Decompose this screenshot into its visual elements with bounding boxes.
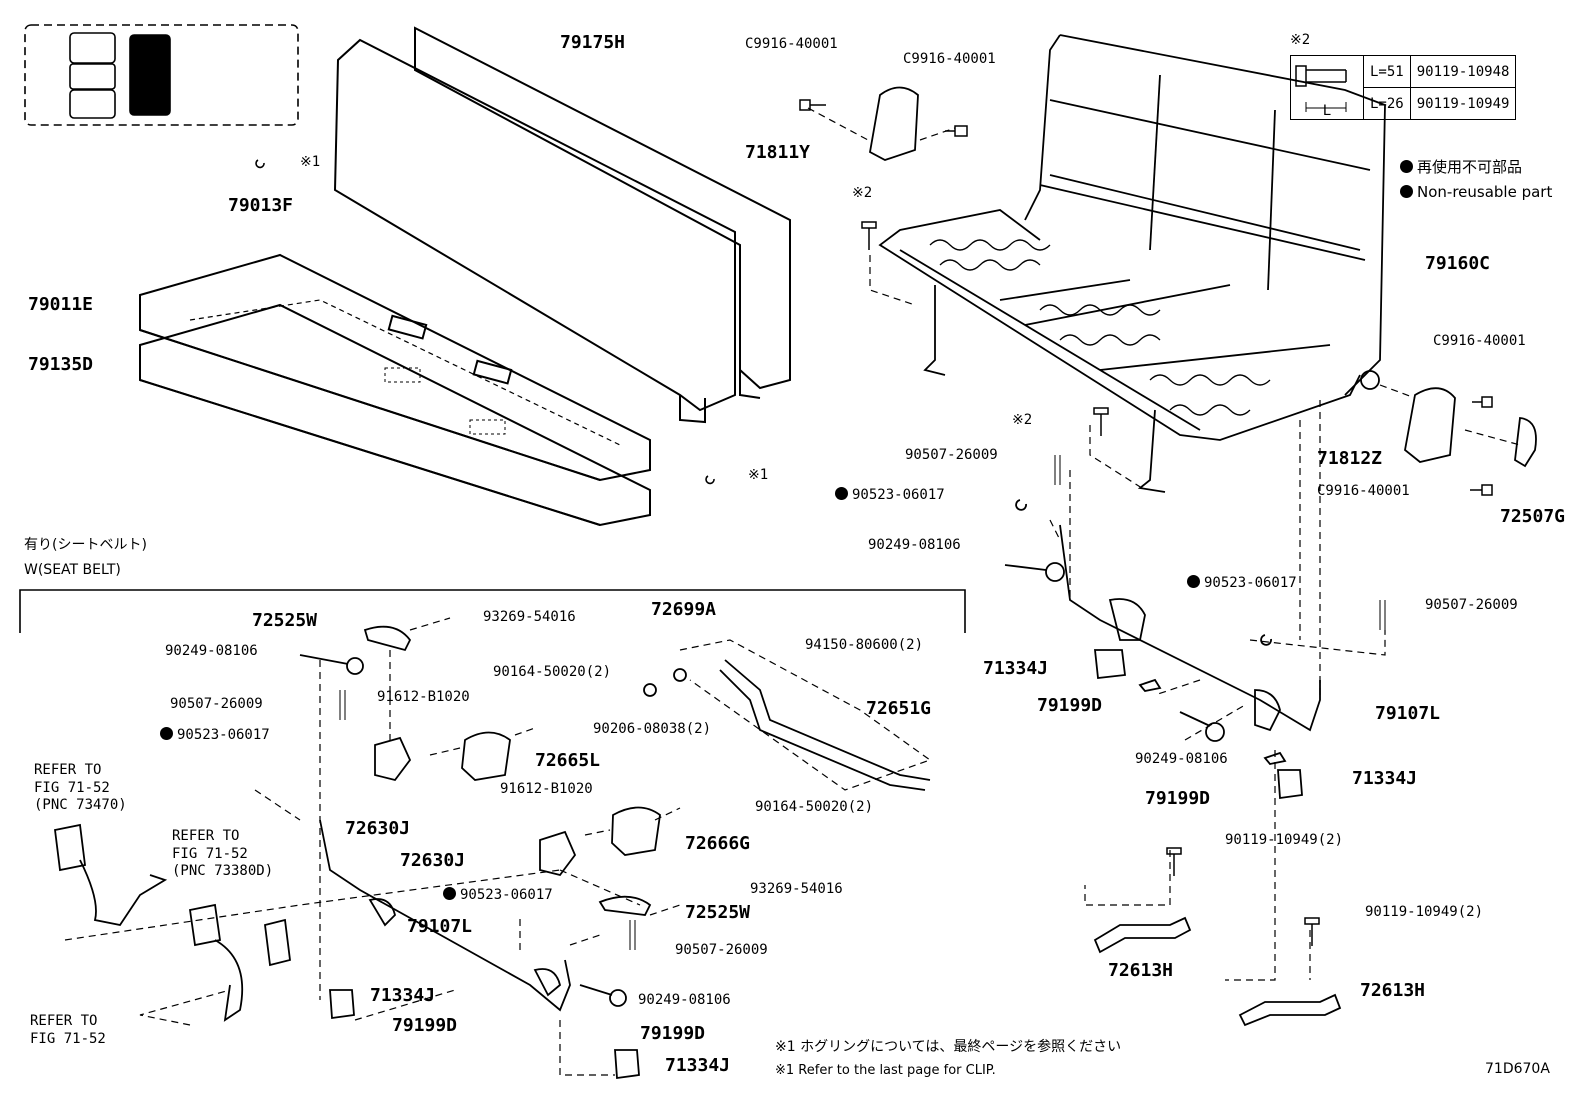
label-90507-a: 90507-26009 bbox=[905, 447, 998, 463]
seat-cushions bbox=[139, 253, 651, 527]
label-72651G: 72651G bbox=[866, 698, 932, 719]
non-reusable-dot-icon bbox=[1400, 185, 1413, 198]
bolt-icons bbox=[799, 99, 1493, 946]
label-90164-b: 90164-50020(2) bbox=[755, 799, 874, 815]
label-72613H-b: 72613H bbox=[1360, 980, 1426, 1001]
label-c9916-d: C9916-40001 bbox=[1317, 483, 1410, 499]
seat-layout-thumbnail bbox=[24, 24, 299, 126]
refer-note-3: REFER TO FIG 71-52 bbox=[30, 1013, 106, 1047]
label-90523-c: 90523-06017 bbox=[160, 727, 270, 742]
label-90523-a: 90523-06017 bbox=[835, 487, 945, 502]
label-c9916-b: C9916-40001 bbox=[903, 51, 996, 67]
section-title-jp: 有り(シートベルト) bbox=[24, 537, 147, 553]
label-90249-c: 90249-08106 bbox=[165, 643, 258, 659]
label-79011E: 79011E bbox=[28, 294, 94, 315]
clip-icons bbox=[255, 159, 715, 485]
label-90507-c: 90507-26009 bbox=[170, 696, 263, 712]
label-79175H: 79175H bbox=[560, 32, 626, 53]
seatbelt-section-frame bbox=[19, 589, 966, 633]
label-79107L-b: 79107L bbox=[407, 916, 473, 937]
label-90507-b: 90507-26009 bbox=[1425, 597, 1518, 613]
label-c9916-a: C9916-40001 bbox=[745, 36, 838, 52]
label-72630J-b: 72630J bbox=[400, 850, 466, 871]
label-clip-1b: ※1 bbox=[748, 467, 769, 483]
label-79199D-a: 79199D bbox=[1037, 695, 1103, 716]
label-90249-d: 90249-08106 bbox=[638, 992, 731, 1008]
label-79160C: 79160C bbox=[1425, 253, 1491, 274]
label-star2-a: ※2 bbox=[852, 185, 873, 201]
label-79135D: 79135D bbox=[28, 354, 94, 375]
label-72666G: 72666G bbox=[685, 833, 751, 854]
label-72525W-b: 72525W bbox=[685, 902, 751, 923]
non-reusable-dot-icon bbox=[1400, 160, 1413, 173]
spec-part-1: 90119-10949 bbox=[1409, 87, 1517, 120]
seatback-pads bbox=[333, 26, 791, 424]
bolt-spec-table: L L=51 90119-10948 L=26 90119-10949 bbox=[1290, 55, 1517, 120]
label-90206: 90206-08038(2) bbox=[593, 721, 712, 737]
brackets-72613H bbox=[1093, 916, 1342, 1027]
refer-note-1: REFER TO FIG 71-52 (PNC 73470) bbox=[34, 762, 127, 813]
label-c9916-c: C9916-40001 bbox=[1433, 333, 1526, 349]
refer-note-2: REFER TO FIG 71-52 (PNC 73380D) bbox=[172, 828, 274, 879]
diagram-code: 71D670A bbox=[1485, 1061, 1550, 1077]
seatbelt-assemblies bbox=[54, 823, 291, 1022]
footnote-jp: ※1 ホグリングについては、最終ページを参照ください bbox=[775, 1039, 1122, 1055]
label-90523-d: 90523-06017 bbox=[443, 887, 553, 902]
label-94150: 94150-80600(2) bbox=[805, 637, 924, 653]
label-91612-a: 91612-B1020 bbox=[377, 689, 470, 705]
spec-table-title: ※2 bbox=[1290, 32, 1311, 48]
label-90119-b: 90119-10949(2) bbox=[1365, 904, 1484, 920]
label-72630J-a: 72630J bbox=[345, 818, 411, 839]
label-79107L-a: 79107L bbox=[1375, 703, 1441, 724]
label-79199D-b: 79199D bbox=[1145, 788, 1211, 809]
leader-lines bbox=[807, 107, 1521, 981]
non-reusable-dot-icon bbox=[160, 727, 173, 740]
spec-len-0: L=51 bbox=[1363, 55, 1411, 88]
non-reusable-dot-icon bbox=[835, 487, 848, 500]
label-72507G: 72507G bbox=[1500, 506, 1566, 527]
label-79199D-c: 79199D bbox=[392, 1015, 458, 1036]
non-reusable-dot-icon bbox=[443, 887, 456, 900]
lower-leader-lines bbox=[64, 617, 932, 1076]
label-72699A: 72699A bbox=[651, 599, 717, 620]
label-90249-b: 90249-08106 bbox=[1135, 751, 1228, 767]
label-93269-b: 93269-54016 bbox=[750, 881, 843, 897]
label-90507-d: 90507-26009 bbox=[675, 942, 768, 958]
label-93269-a: 93269-54016 bbox=[483, 609, 576, 625]
label-90249-a: 90249-08106 bbox=[868, 537, 961, 553]
label-79199D-d: 79199D bbox=[640, 1023, 706, 1044]
label-90164-a: 90164-50020(2) bbox=[493, 664, 612, 680]
label-90119-a: 90119-10949(2) bbox=[1225, 832, 1344, 848]
footnote-en: ※1 Refer to the last page for CLIP. bbox=[775, 1063, 996, 1078]
label-79013F: 79013F bbox=[228, 195, 294, 216]
label-71334J-a: 71334J bbox=[983, 658, 1049, 679]
section-title-en: W(SEAT BELT) bbox=[24, 562, 121, 578]
spec-part-0: 90119-10948 bbox=[1409, 55, 1517, 88]
label-90523-b: 90523-06017 bbox=[1187, 575, 1297, 590]
label-72665L: 72665L bbox=[535, 750, 601, 771]
label-71334J-c: 71334J bbox=[370, 985, 436, 1006]
frame-covers bbox=[869, 86, 1537, 468]
label-72525W-a: 72525W bbox=[252, 610, 318, 631]
seat-frame bbox=[878, 34, 1386, 493]
label-71812Z: 71812Z bbox=[1317, 448, 1383, 469]
spec-dim-label: L bbox=[1322, 103, 1332, 119]
label-71334J-d: 71334J bbox=[665, 1055, 731, 1076]
seatbelt-section-parts bbox=[299, 625, 931, 1080]
label-72613H-a: 72613H bbox=[1108, 960, 1174, 981]
legend-en: Non-reusable part bbox=[1400, 185, 1552, 200]
legend-jp: 再使用不可部品 bbox=[1400, 160, 1522, 175]
label-clip-1a: ※1 bbox=[300, 154, 321, 170]
spec-len-1: L=26 bbox=[1363, 87, 1411, 120]
label-91612-b: 91612-B1020 bbox=[500, 781, 593, 797]
non-reusable-dot-icon bbox=[1187, 575, 1200, 588]
label-71811Y: 71811Y bbox=[745, 142, 811, 163]
spec-dim-cell: L bbox=[1290, 55, 1364, 120]
label-71334J-b: 71334J bbox=[1352, 768, 1418, 789]
label-star2-b: ※2 bbox=[1012, 412, 1033, 428]
lock-rod-right bbox=[1004, 455, 1386, 800]
